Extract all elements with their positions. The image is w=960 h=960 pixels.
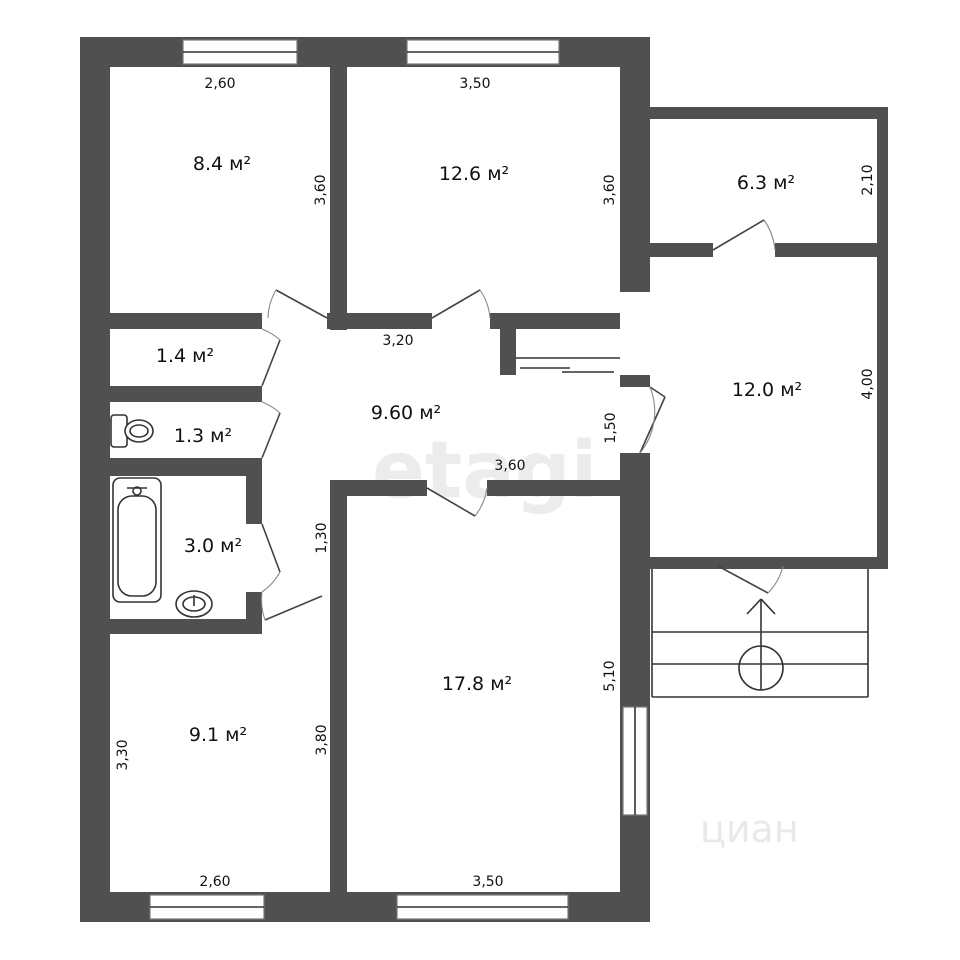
window-bottom-left (149, 894, 265, 920)
door-room-top-middle (431, 289, 491, 319)
dim-hallway-right: 1,50 (603, 412, 619, 443)
storage-area: 1.4 м² (156, 345, 214, 367)
etagi-watermark: etagi (372, 426, 597, 516)
cian-watermark: циан (700, 807, 799, 851)
interior-walls (107, 37, 888, 922)
room-bottom-middle-area: 17.8 м² (442, 673, 512, 695)
windows (149, 39, 648, 920)
window-top-left (182, 39, 298, 65)
dim-bottom-left-width: 2,60 (199, 874, 230, 890)
door-room-right (639, 386, 666, 454)
wardrobe (516, 357, 620, 373)
dim-top-right-height: 2,10 (860, 164, 876, 195)
door-room-top-right (712, 219, 776, 251)
door-lower-hall (260, 591, 323, 621)
dim-top-middle-height: 3,60 (602, 174, 618, 205)
dim-bottom-middle-width: 3,50 (472, 874, 503, 890)
room-area-labels: 8.4 м² 12.6 м² 6.3 м² 1.4 м² 1.3 м² 9.60… (156, 153, 802, 746)
dim-hallway-top: 3,20 (382, 333, 413, 349)
toilet-fixture (110, 414, 154, 448)
room-right-area: 12.0 м² (732, 379, 802, 401)
dim-hallway-lower: 1,30 (314, 522, 330, 553)
dim-top-middle-width: 3,50 (459, 76, 490, 92)
room-top-middle-area: 12.6 м² (439, 163, 509, 185)
dim-top-left-width: 2,60 (204, 76, 235, 92)
bathtub-fixture (112, 477, 162, 603)
dim-bottom-left-height-inner: 3,80 (314, 724, 330, 755)
dim-bottom-middle-height: 5,10 (602, 660, 618, 691)
hallway-area: 9.60 м² (371, 402, 441, 424)
bathroom-area: 3.0 м² (184, 535, 242, 557)
door-bathroom (261, 523, 281, 593)
room-top-left-area: 8.4 м² (193, 153, 251, 175)
doors (260, 219, 784, 621)
room-bottom-left-area: 9.1 м² (189, 724, 247, 746)
staircase (651, 569, 869, 698)
dim-top-left-height: 3,60 (313, 174, 329, 205)
door-storage (261, 328, 281, 387)
window-top-middle (406, 39, 560, 65)
door-room-top-left (267, 289, 328, 319)
sink-fixture (175, 590, 213, 618)
door-room-bottom-middle (426, 487, 488, 517)
dim-bottom-left-height-outer: 3,30 (115, 739, 131, 770)
door-toilet (261, 401, 281, 459)
window-bottom-middle (396, 894, 569, 920)
dim-right-room-height: 4,00 (860, 368, 876, 399)
window-right-side (622, 706, 648, 816)
room-top-right-area: 6.3 м² (737, 172, 795, 194)
door-entrance (717, 565, 784, 594)
dim-hallway-bottom: 3,60 (494, 458, 525, 474)
toilet-area: 1.3 м² (174, 425, 232, 447)
dimension-labels: 2,60 3,50 3,60 3,60 2,10 3,20 4,00 1,50 … (115, 76, 876, 890)
exterior-walls (80, 37, 888, 922)
